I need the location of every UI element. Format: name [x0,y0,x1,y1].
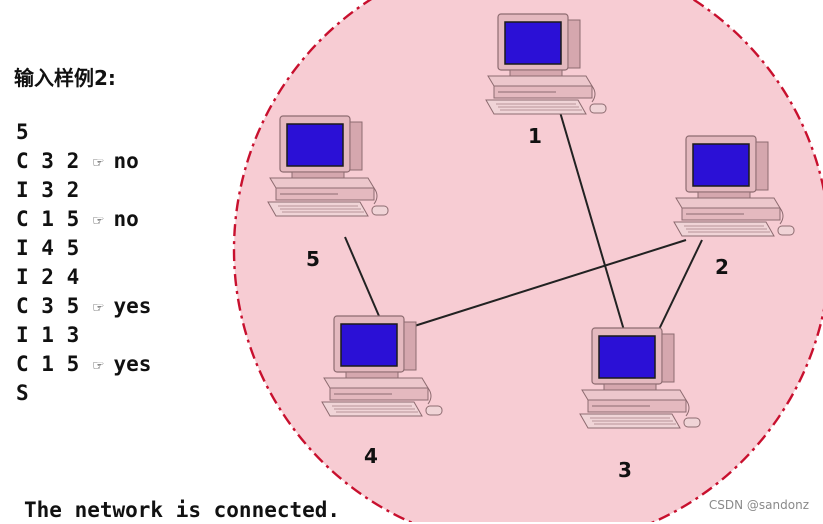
network-node-1: 1 [485,13,607,148]
input-command: I 3 2 [16,178,80,202]
input-line: C 1 5 ☞ no [16,205,139,233]
network-edge-1-3 [559,111,629,345]
input-answer: yes [113,352,152,376]
input-answer: yes [113,294,152,318]
node-label: 4 [364,444,378,468]
watermark: CSDN @sandonz [708,498,809,512]
input-command: I 4 5 [16,236,80,260]
input-line: C 3 2 ☞ no [16,147,139,175]
input-line: I 3 2 [16,176,79,204]
input-command: C 3 2 [16,149,80,173]
output-text: The network is connected. [24,498,341,522]
input-command: 5 [16,120,29,144]
input-command: I 1 3 [16,323,80,347]
input-command: C 1 5 [16,207,80,231]
input-command: I 2 4 [16,265,80,289]
input-line: 5 [16,118,29,146]
input-command: C 1 5 [16,352,80,376]
input-line: I 4 5 [16,234,79,262]
input-command: C 3 5 [16,294,80,318]
pointing-hand-icon: ☞ [93,153,104,173]
input-answer: no [113,207,139,231]
input-line: I 2 4 [16,263,79,291]
network-edge-2-4 [407,239,687,329]
pointing-hand-icon: ☞ [93,356,104,376]
input-line: I 1 3 [16,321,79,349]
node-label: 1 [528,124,542,148]
pointing-hand-icon: ☞ [93,211,104,231]
input-line: C 3 5 ☞ yes [16,292,151,320]
input-line: S [16,379,29,407]
network-node-2: 2 [673,135,795,279]
node-label: 2 [715,255,729,279]
input-answer: no [113,149,139,173]
network-node-4: 4 [321,315,443,468]
network-edge-4-5 [344,236,386,331]
network-node-3: 3 [579,327,701,482]
node-label: 3 [618,458,632,482]
input-line: C 1 5 ☞ yes [16,350,151,378]
network-node-5: 5 [267,115,389,271]
input-command: S [16,381,29,405]
node-label: 5 [306,247,320,271]
network-edge-2-3 [651,239,703,345]
pointing-hand-icon: ☞ [93,298,104,318]
sample-input-heading: 输入样例2: [14,66,116,90]
